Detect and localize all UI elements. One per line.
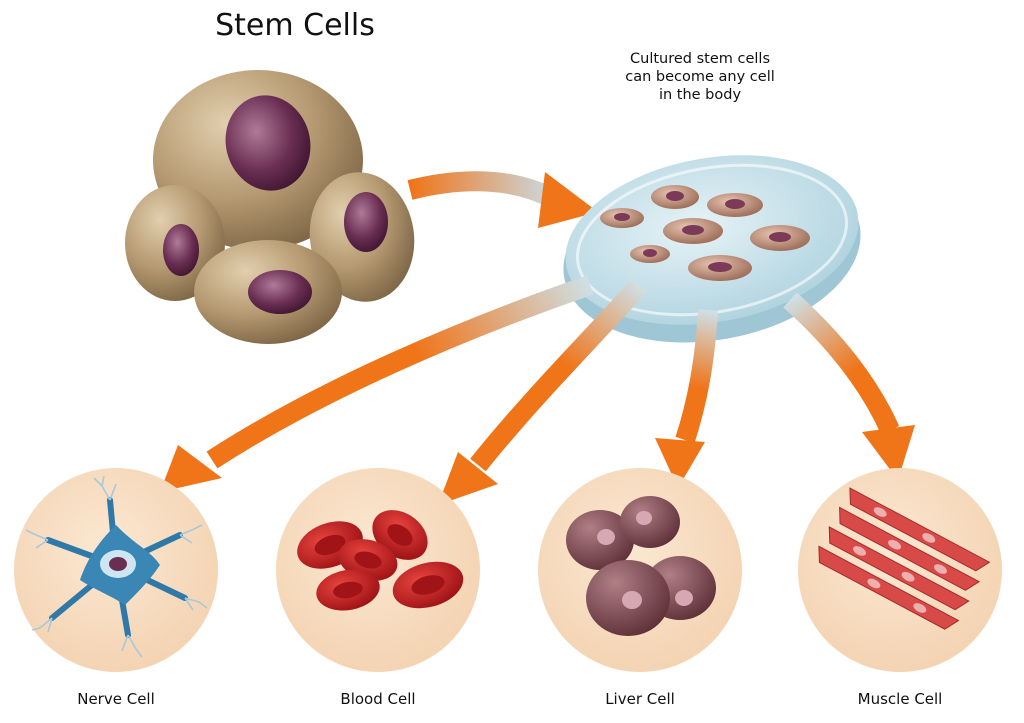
- nerve-cell-icon: [14, 468, 218, 672]
- caption-line: Cultured stem cells: [630, 51, 770, 67]
- diagram-title: Stem Cells: [215, 8, 375, 43]
- blood-cell-icon: [276, 468, 480, 672]
- blood-cell-label: Blood Cell: [340, 690, 416, 708]
- dish-cells-icon: [600, 185, 810, 281]
- arrow-to-dish: [407, 171, 598, 228]
- arrows-to-cell-types: [160, 275, 915, 505]
- dish-caption: Cultured stem cells can become any cell …: [590, 50, 810, 104]
- liver-cell-icon: [538, 468, 742, 672]
- muscle-cell-label: Muscle Cell: [857, 690, 943, 708]
- caption-line: in the body: [658, 87, 742, 103]
- stem-cell-cluster-icon: [125, 70, 415, 344]
- petri-dish-icon: [563, 155, 861, 343]
- caption-line: can become any cell: [625, 69, 775, 85]
- muscle-cell-icon: [798, 468, 1002, 672]
- liver-cell-label: Liver Cell: [605, 690, 675, 708]
- nerve-cell-label: Nerve Cell: [77, 690, 155, 708]
